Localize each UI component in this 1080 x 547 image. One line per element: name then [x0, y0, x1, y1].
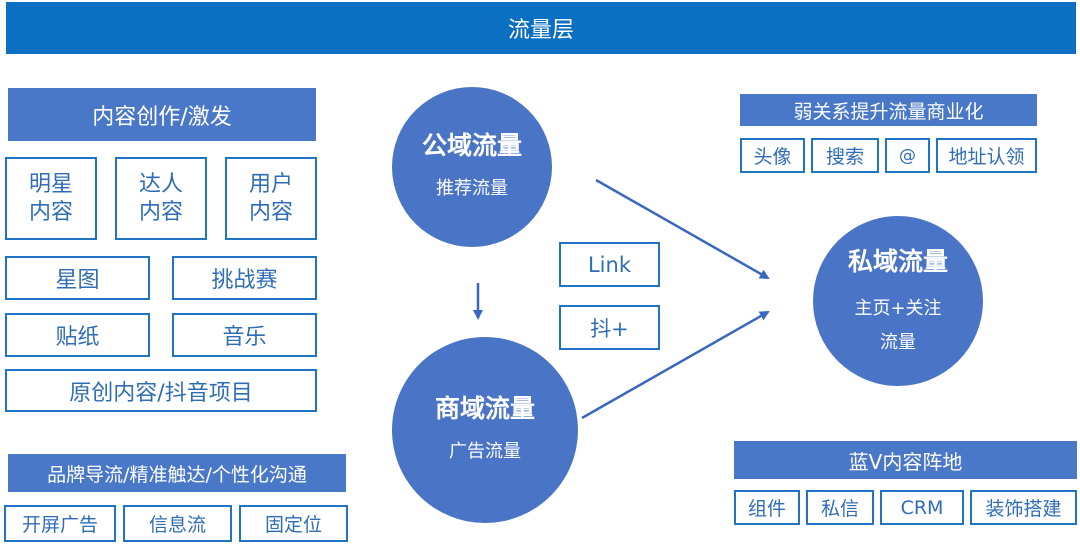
- address-claim-box: 地址认领: [936, 138, 1037, 173]
- private-message-box: 私信: [806, 490, 874, 525]
- public-domain-circle: 公域流量 推荐流量: [392, 87, 552, 247]
- arrow-commerce-to-private: [581, 310, 770, 420]
- xingtu-box: 星图: [5, 256, 150, 300]
- douplus-box: 抖+: [559, 305, 660, 350]
- feed-box: 信息流: [123, 505, 232, 542]
- blue-v-header: 蓝V内容阵地: [734, 441, 1077, 479]
- star-content-box: 明星 内容: [5, 157, 97, 240]
- commerce-domain-circle: 商域流量 广告流量: [392, 337, 578, 523]
- fixed-position-box: 固定位: [239, 505, 348, 542]
- commerce-domain-sub: 广告流量: [449, 441, 521, 462]
- weak-relation-header: 弱关系提升流量商业化: [740, 94, 1037, 126]
- link-box: Link: [559, 242, 660, 287]
- mention-box: @: [885, 138, 930, 173]
- private-domain-sub-line1: 主页+关注: [854, 298, 942, 319]
- private-domain-sub-line2: 流量: [880, 332, 916, 353]
- user-content-box: 用户 内容: [225, 157, 317, 240]
- splash-ad-box: 开屏广告: [4, 505, 116, 542]
- private-domain-circle: 私域流量 主页+关注 流量: [813, 216, 983, 386]
- brand-traffic-header: 品牌导流/精准触达/个性化沟通: [8, 454, 346, 492]
- public-domain-sub: 推荐流量: [436, 178, 508, 199]
- influencer-content-box: 达人 内容: [115, 157, 207, 240]
- music-box: 音乐: [172, 313, 317, 357]
- public-domain-title: 公域流量: [421, 131, 522, 160]
- original-content-box: 原创内容/抖音项目: [5, 369, 317, 412]
- avatar-box: 头像: [740, 138, 805, 173]
- arrow-public-to-private: [595, 178, 770, 280]
- content-creation-header: 内容创作/激发: [8, 88, 316, 141]
- decoration-box: 装饰搭建: [970, 490, 1077, 525]
- commerce-domain-title: 商域流量: [434, 394, 535, 423]
- private-domain-title: 私域流量: [847, 247, 948, 276]
- crm-box: CRM: [880, 490, 964, 525]
- component-box: 组件: [734, 490, 800, 525]
- search-box: 搜索: [811, 138, 879, 173]
- challenge-box: 挑战赛: [172, 256, 317, 300]
- top-banner: 流量层: [6, 2, 1076, 54]
- sticker-box: 贴纸: [5, 313, 150, 357]
